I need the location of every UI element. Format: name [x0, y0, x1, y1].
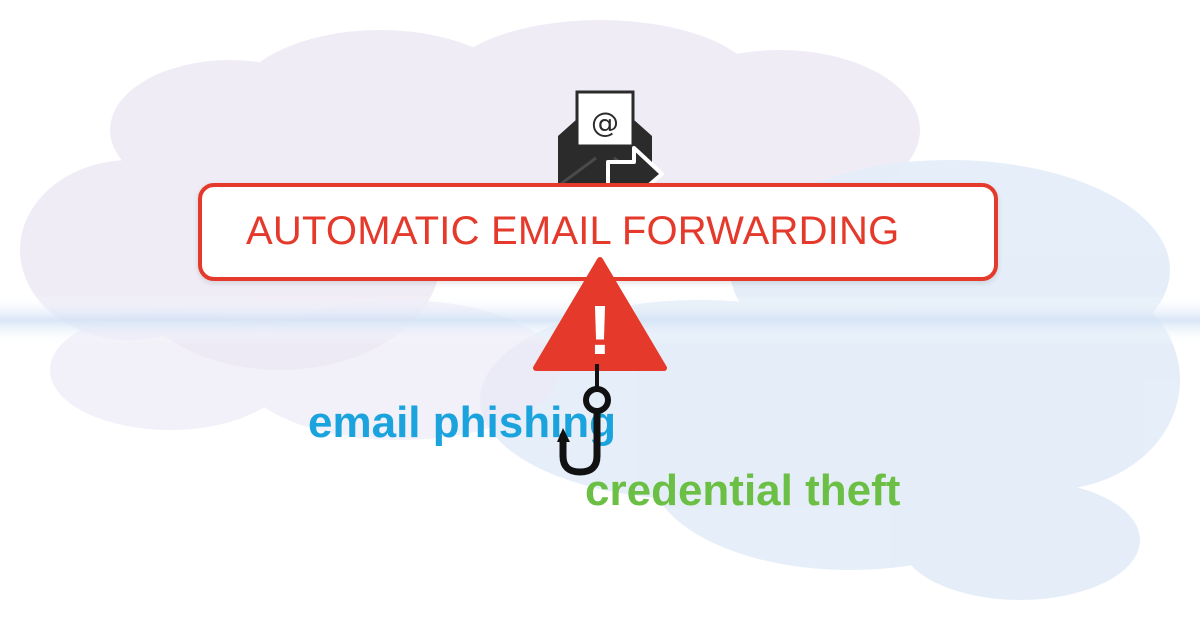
- fishing-hook-icon: [557, 364, 611, 476]
- exclamation-mark: !: [588, 291, 611, 369]
- envelope-letter: [575, 90, 635, 148]
- title-box: AUTOMATIC EMAIL FORWARDING: [198, 183, 998, 281]
- label-credential-theft: credential theft: [585, 466, 901, 515]
- at-sign: @: [591, 106, 619, 139]
- page-title: AUTOMATIC EMAIL FORWARDING: [246, 209, 900, 253]
- warning-triangle-icon: !: [533, 257, 667, 371]
- envelope-forward-icon: @: [557, 90, 664, 198]
